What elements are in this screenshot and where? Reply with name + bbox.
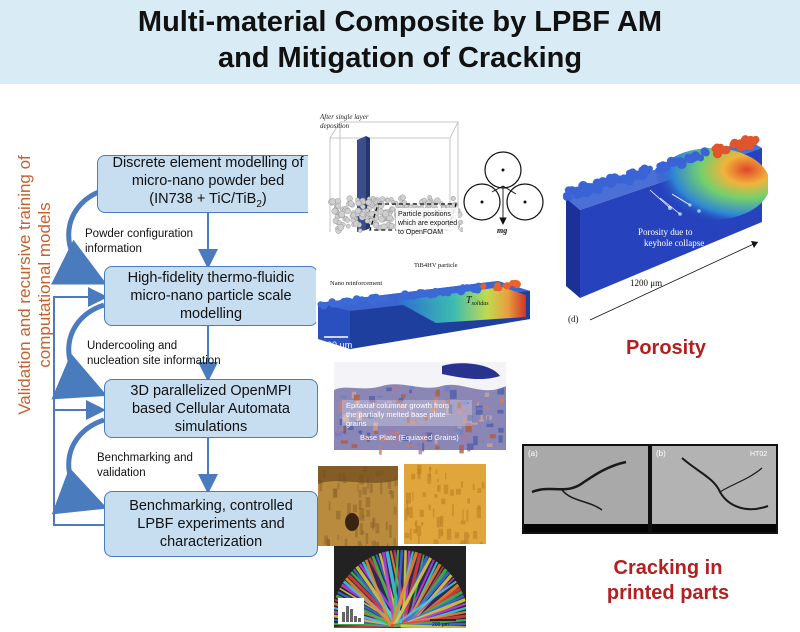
step-dem-modelling: Discrete element modelling of micro-nano… — [97, 155, 319, 213]
step-1-line-1: Discrete element modelling of — [112, 155, 304, 172]
step-2-line-2: micro-nano particle scale — [130, 288, 292, 304]
porosity-label: Porosity — [625, 337, 707, 359]
kh-dimension: 1200 μm — [630, 278, 662, 288]
micrograph-2 — [404, 464, 486, 544]
step-2-line-3: modelling — [179, 306, 243, 322]
step-1-line-2: micro-nano powder bed — [131, 173, 285, 190]
pore-pointers — [649, 189, 691, 215]
transition-undercooling: Undercooling and nucleation site informa… — [87, 340, 221, 367]
ebsd-scale: 200 μm — [432, 622, 449, 628]
step-4-line-2: LPBF experiments and — [137, 516, 285, 532]
pb-callout-1: Particle positions — [398, 211, 451, 218]
sem-crack-figure: (a) (b) HT02 — [522, 444, 778, 534]
ca-grain-texture — [335, 384, 505, 455]
ca-note-4: Base Plate (Equiaxed Grains) — [360, 433, 459, 442]
curved-arrows — [51, 187, 108, 515]
micrograph-1 — [318, 466, 398, 546]
powder-bed-figure: After single layer deposition Particle p… — [308, 110, 463, 255]
keyhole-particles — [562, 135, 760, 201]
cracking-label-line-1: Cracking in — [613, 557, 723, 579]
step-3-line-3: simulations — [174, 418, 248, 435]
force-mg-label: mg — [497, 226, 507, 235]
ebsd-histogram — [342, 606, 361, 622]
step-4-line-3: characterization — [159, 534, 263, 550]
meltpool-particles — [317, 279, 521, 310]
transition-powder-config: Powder configuration information — [85, 228, 194, 255]
step-2-line-1: High-fidelity thermo-fluidic — [127, 270, 295, 286]
step-1-line-3: (IN738 + TiC/TiB2) — [149, 191, 267, 210]
kh-panel-label: (d) — [568, 314, 579, 324]
mp-nano-label: Nano reinforcement — [330, 280, 382, 287]
meltpool-simulation-figure: Nano reinforcement TiB4HV particle Tsoli… — [316, 253, 532, 355]
step-thermo-fluidic: High-fidelity thermo-fluidic micro-nano … — [104, 266, 318, 326]
title-line-2: and Mitigation of Cracking — [217, 42, 583, 74]
title-banner — [0, 0, 800, 84]
ca-note-2: the partially melted base plate — [346, 410, 446, 419]
cracking-label: Cracking in printed parts — [582, 556, 754, 606]
mp-tsolidus-label: Tsolidus — [466, 295, 489, 307]
mp-particle-label: TiB4HV particle — [414, 262, 458, 269]
sem-panel-b: (b) — [656, 449, 666, 458]
ca-note-3: grains — [346, 419, 367, 428]
title-line-1: Multi-material Composite by LPBF AM — [137, 6, 663, 38]
ebsd-map-figure: 200 μm — [334, 546, 466, 628]
ca-note-1: Epitaxial columnar growth from — [346, 401, 449, 410]
step-3-line-1: 3D parallelized OpenMPI — [130, 382, 292, 399]
keyhole-porosity-figure: Porosity due to keyhole collapse 1200 μm… — [562, 110, 768, 328]
pb-callout-2: which are exported — [397, 220, 457, 227]
page-title: Multi-material Composite by LPBF AM and … — [0, 4, 800, 76]
cellular-automata-figure: Epitaxial columnar growth from the parti… — [322, 356, 512, 460]
kh-porosity-note-2: keyhole collapse — [644, 238, 704, 248]
pb-callout-3: to OpenFOAM — [398, 229, 443, 236]
side-label-line-2: computational models — [35, 202, 54, 368]
transition-benchmarking: Benchmarking and validation — [97, 452, 193, 479]
cracking-label-line-2: printed parts — [606, 582, 730, 604]
pb-annot-2: deposition — [320, 122, 350, 130]
particle-force-diagram: mg — [463, 151, 544, 235]
mp-scale-label: 100 μm — [322, 340, 352, 350]
pb-annot-1: After single layer — [319, 113, 369, 121]
step-cellular-automata: 3D parallelized OpenMPI based Cellular A… — [104, 379, 318, 438]
side-label-line-1: Validation and recursive training of — [15, 155, 34, 415]
step-benchmarking: Benchmarking, controlled LPBF experiment… — [104, 491, 318, 557]
sem-tag: HT02 — [750, 451, 767, 458]
sem-panel-a: (a) — [528, 449, 538, 458]
step-3-line-2: based Cellular Automata — [131, 400, 290, 417]
micrograph-2-texture — [404, 464, 485, 544]
kh-porosity-note-1: Porosity due to — [638, 227, 693, 237]
ebsd-grain-rays — [334, 549, 466, 628]
feedback-bracket — [53, 287, 108, 526]
step-4-line-1: Benchmarking, controlled — [129, 498, 293, 514]
